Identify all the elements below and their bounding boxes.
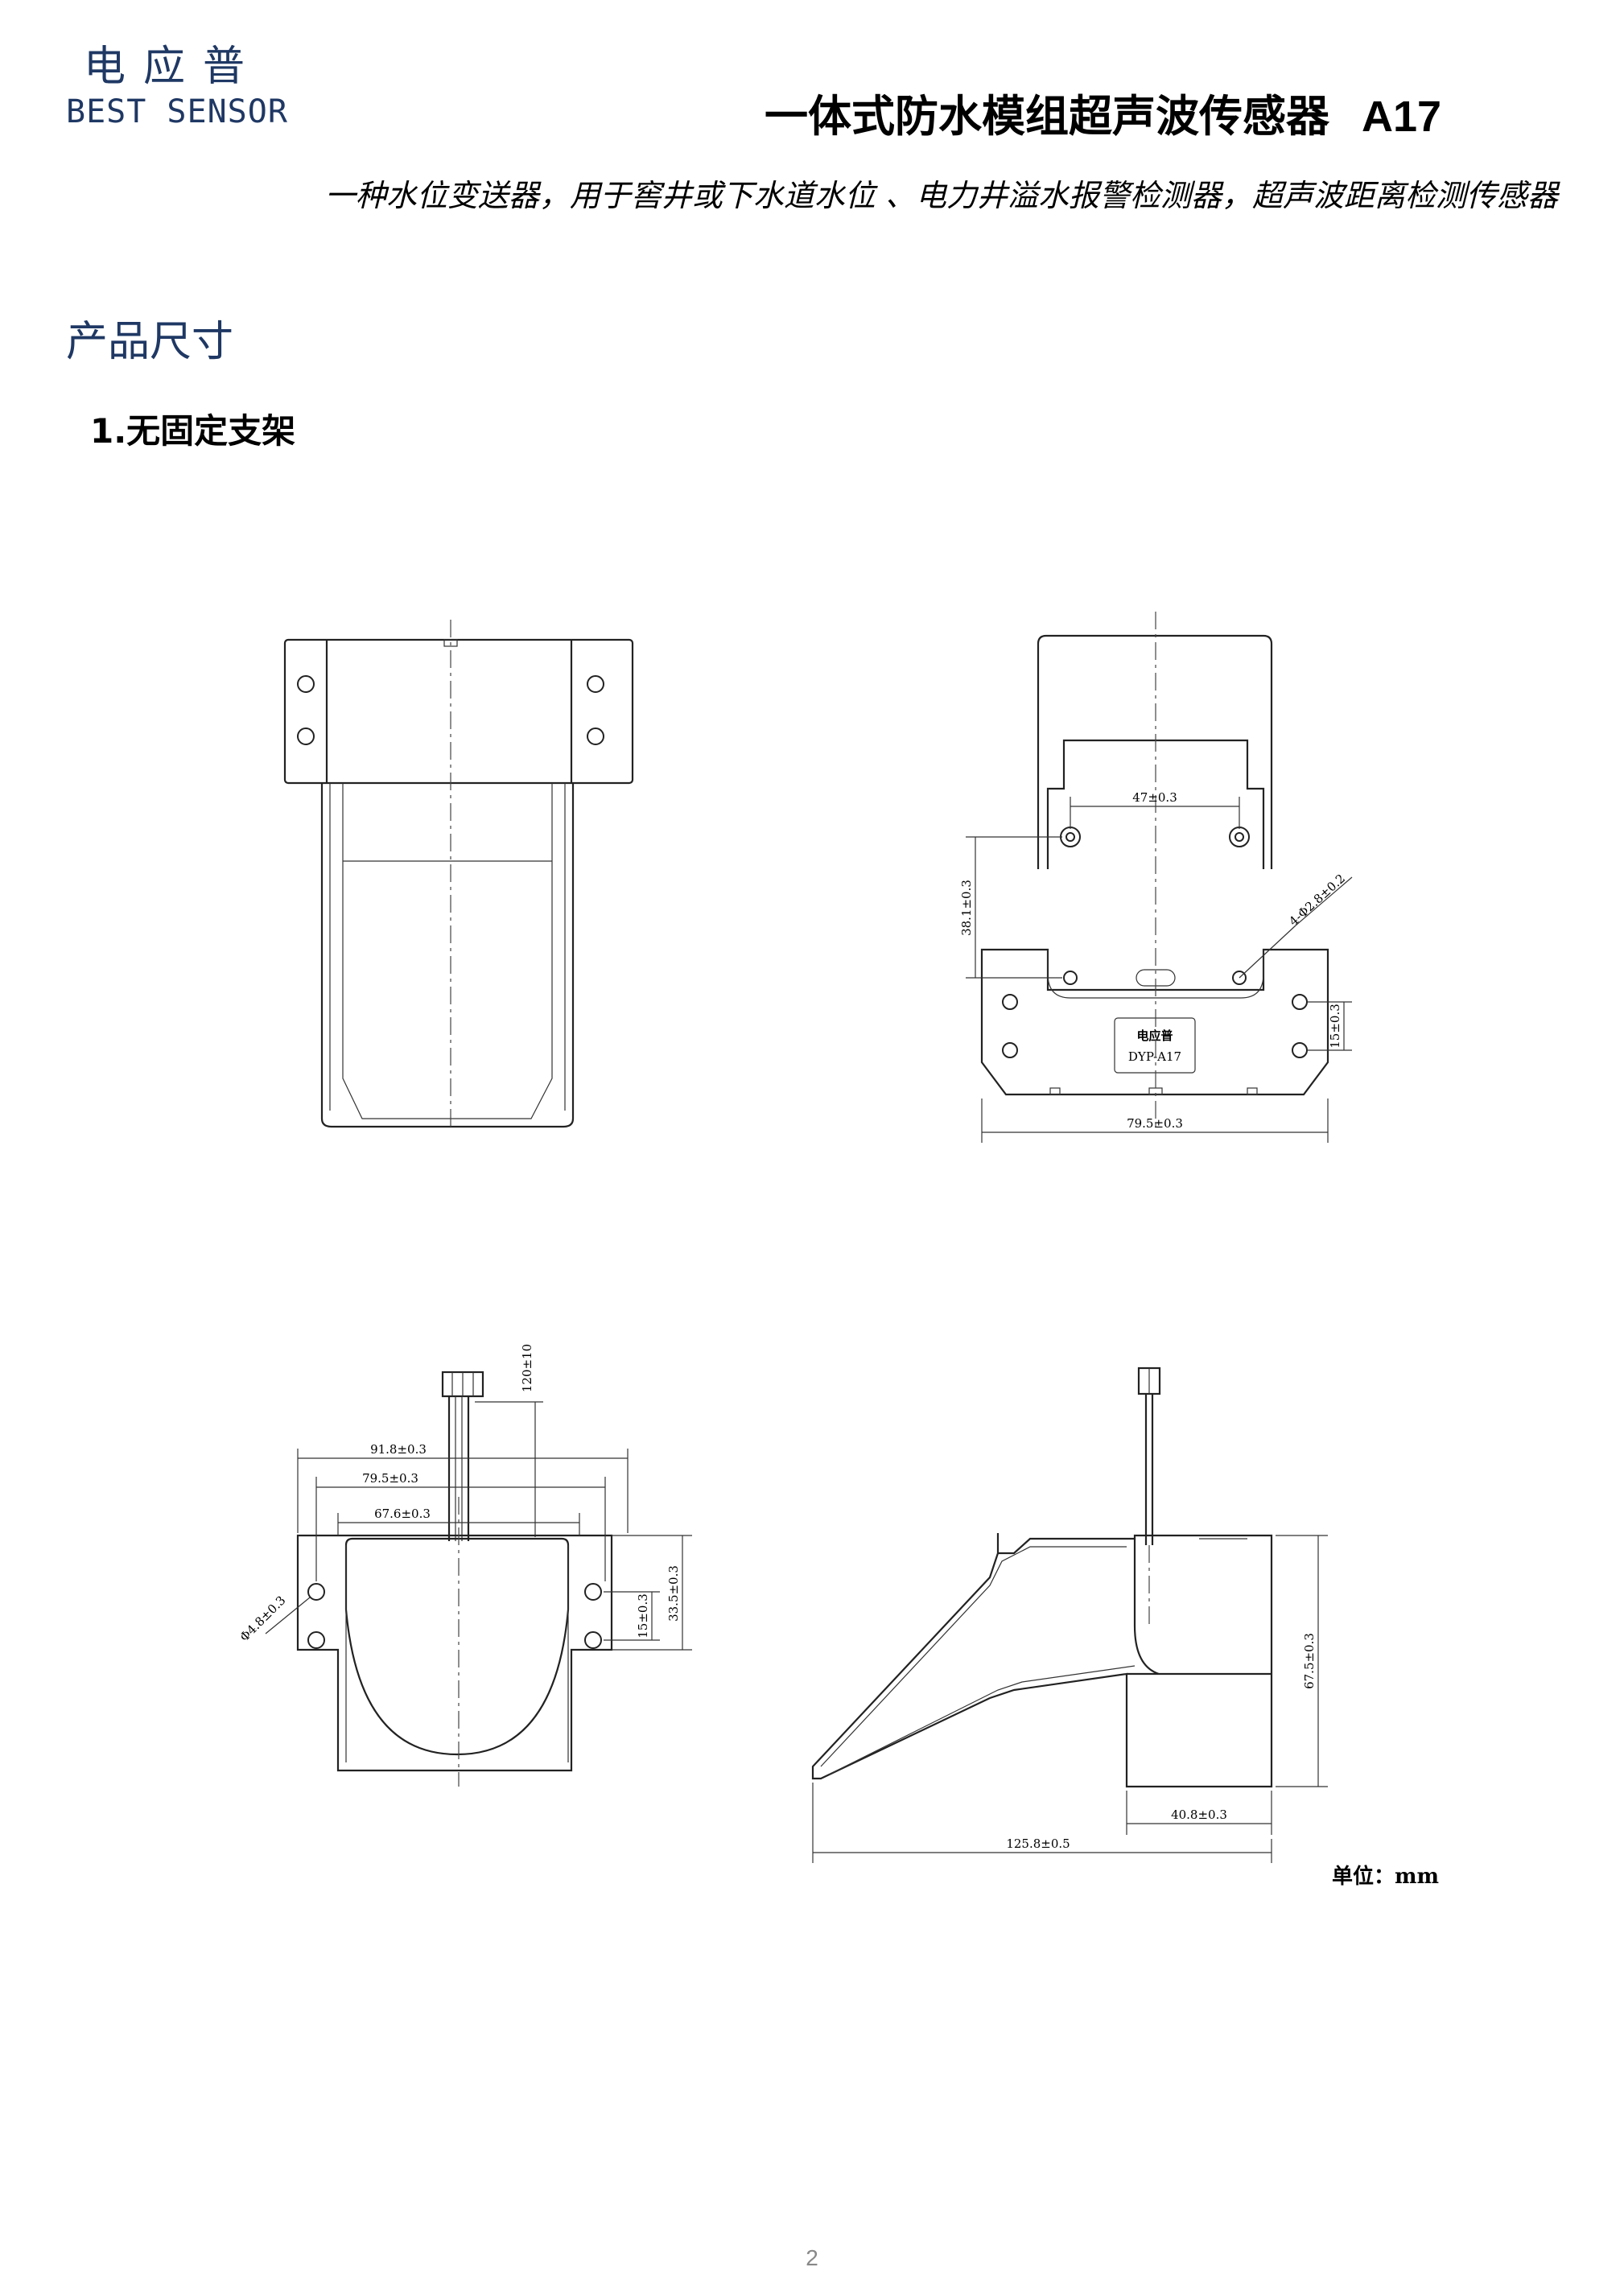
drawing-back-view: 电应普 DYP-A17 47±0.3 38.1±0.3 4-Φ2.8±0.2 1… bbox=[950, 596, 1400, 1143]
brand-name-cn: 电应普 bbox=[84, 43, 263, 91]
back-view-label-model: DYP-A17 bbox=[1128, 1049, 1181, 1064]
drawing-bottom-view: 120±10 91.8±0.3 79.5±0.3 67.6±0.3 Φ4.8±0… bbox=[233, 1336, 716, 1803]
dim-bottom-width-3: 67.6±0.3 bbox=[374, 1507, 431, 1521]
dim-hole-spacing: 47±0.3 bbox=[1132, 790, 1177, 805]
back-view-label-cn: 电应普 bbox=[1136, 1028, 1173, 1043]
dim-bottom-width-1: 91.8±0.3 bbox=[370, 1442, 427, 1457]
dim-bottom-h1: 15±0.3 bbox=[636, 1593, 650, 1639]
dim-back-holes: 4-Φ2.8±0.2 bbox=[1286, 871, 1348, 929]
dim-side-length: 125.8±0.5 bbox=[1006, 1836, 1070, 1851]
dim-side-height: 67.5±0.3 bbox=[1302, 1633, 1317, 1689]
dim-bottom-h2: 33.5±0.3 bbox=[666, 1565, 681, 1622]
section-title: 产品尺寸 bbox=[66, 318, 234, 366]
dim-bottom-width-2: 79.5±0.3 bbox=[362, 1471, 418, 1486]
dim-back-width: 79.5±0.3 bbox=[1127, 1116, 1183, 1131]
document-title: 一体式防水模组超声波传感器 A17 bbox=[765, 80, 1441, 144]
drawing-top-view bbox=[274, 596, 644, 1128]
dim-cable-length: 120±10 bbox=[520, 1344, 534, 1392]
dim-side-base: 40.8±0.3 bbox=[1171, 1808, 1227, 1822]
unit-note: 单位：mm bbox=[1332, 1864, 1439, 1889]
drawing-side-view: 67.5±0.3 40.8±0.3 125.8±0.5 单位：mm bbox=[797, 1360, 1441, 1899]
page-number: 2 bbox=[806, 2245, 818, 2270]
dim-bottom-hole: Φ4.8±0.3 bbox=[237, 1593, 288, 1644]
document-title-text: 一体式防水模组超声波传感器 bbox=[765, 91, 1329, 142]
dim-back-side: 15±0.3 bbox=[1328, 1004, 1342, 1049]
document-subtitle: 一种水位变送器，用于窖井或下水道水位 、电力井溢水报警检测器，超声波距离检测传感… bbox=[324, 178, 1558, 213]
model-number: A17 bbox=[1362, 93, 1442, 141]
subsection-title: 1.无固定支架 bbox=[90, 411, 296, 451]
dim-back-height: 38.1±0.3 bbox=[959, 880, 974, 936]
brand-name-en: BEST SENSOR bbox=[66, 93, 288, 130]
